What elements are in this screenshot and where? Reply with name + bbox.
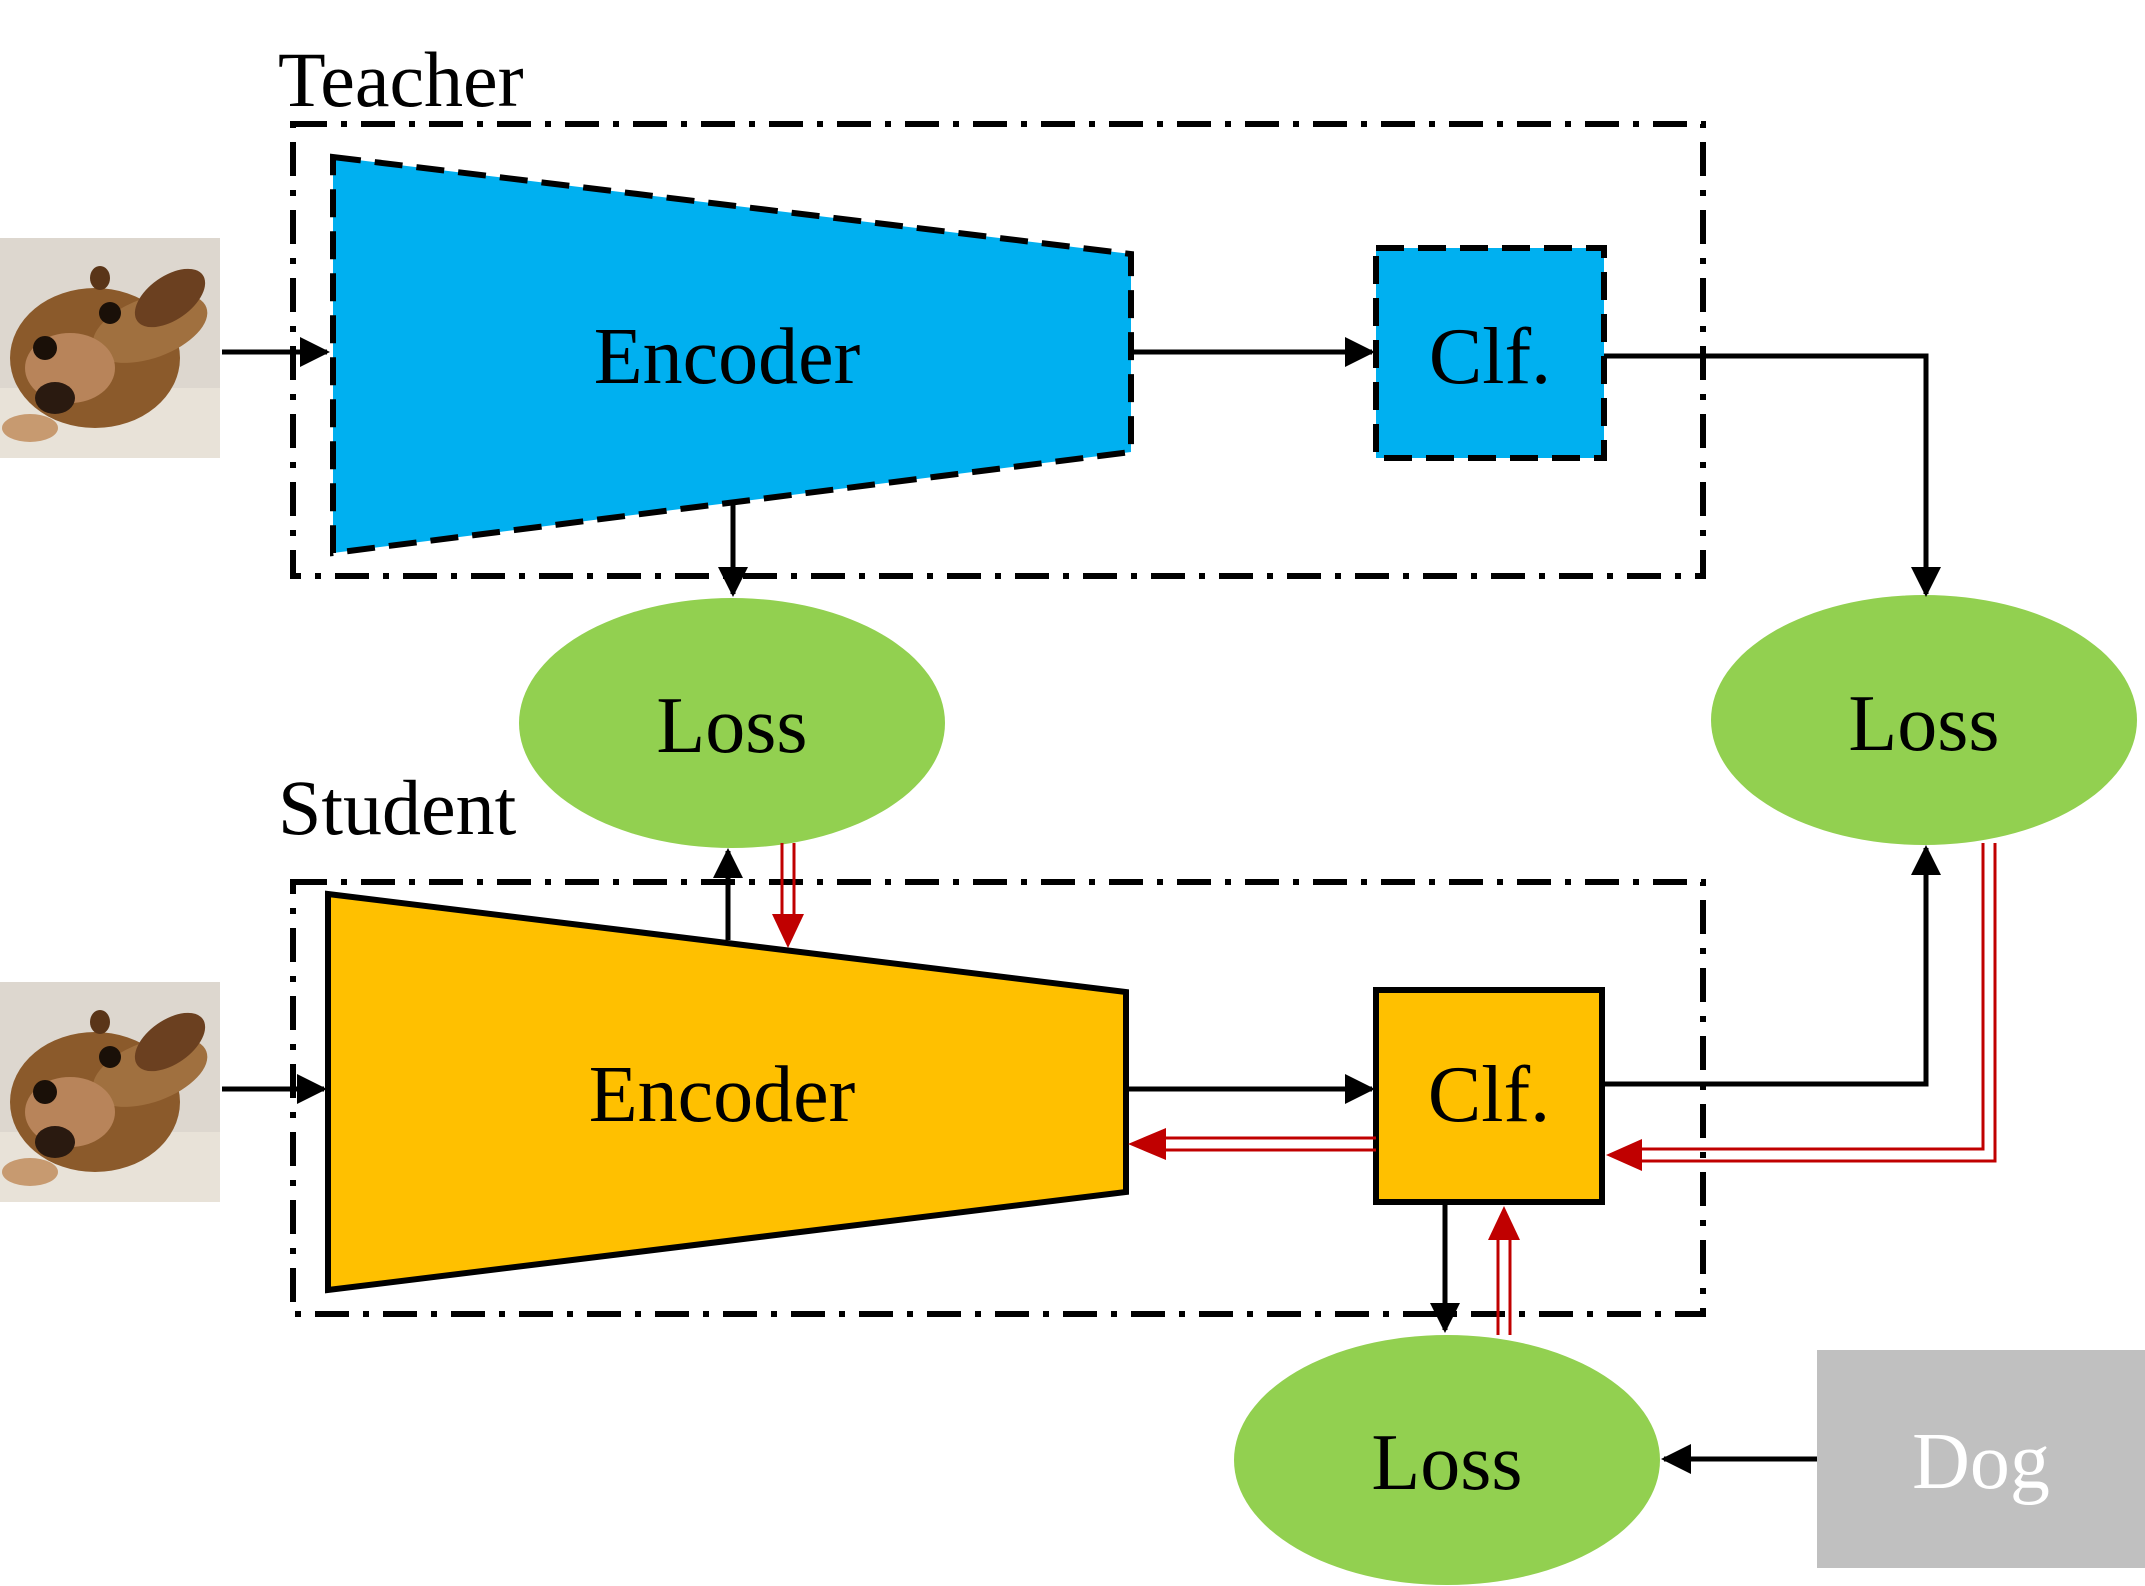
student-encoder-label: Encoder [589, 1051, 856, 1139]
gradient-arrows [772, 843, 1997, 1335]
label-loss-label: Loss [1371, 1419, 1522, 1507]
logit-loss-node [1711, 595, 2137, 845]
logit-loss-label: Loss [1848, 680, 1999, 768]
feature-loss-gradient-arrow [772, 843, 804, 948]
ground-truth-label-box [1817, 1350, 2145, 1568]
clf-to-encoder-gradient-arrow [1128, 1128, 1376, 1160]
student-classifier-block [1373, 987, 1605, 1205]
student-classifier-label: Clf. [1428, 1051, 1550, 1139]
teacher-classifier-block [1373, 245, 1607, 461]
label-loss-node [1234, 1335, 1660, 1585]
student-encoder-block [325, 890, 1129, 1294]
feature-loss-label: Loss [656, 682, 807, 770]
teacher-encoder-label: Encoder [594, 313, 861, 401]
student-frame [290, 879, 1706, 1317]
label-loss-gradient-arrow [1488, 1206, 1520, 1335]
teacher-encoder-block [330, 153, 1134, 557]
ground-truth-label: Dog [1912, 1418, 2050, 1506]
teacher-clf-to-loss-arrow [1604, 353, 1941, 597]
student-title: Student [278, 764, 517, 851]
student-clf-to-logit-loss-arrow [1604, 845, 1941, 1087]
forward-arrows [222, 337, 1941, 1474]
logit-loss-gradient-arrow [1606, 843, 1997, 1171]
feature-loss-node [519, 598, 945, 848]
teacher-classifier-label: Clf. [1429, 313, 1551, 401]
student-input-image [0, 982, 220, 1202]
teacher-input-image [0, 238, 220, 458]
teacher-title: Teacher [278, 36, 524, 123]
